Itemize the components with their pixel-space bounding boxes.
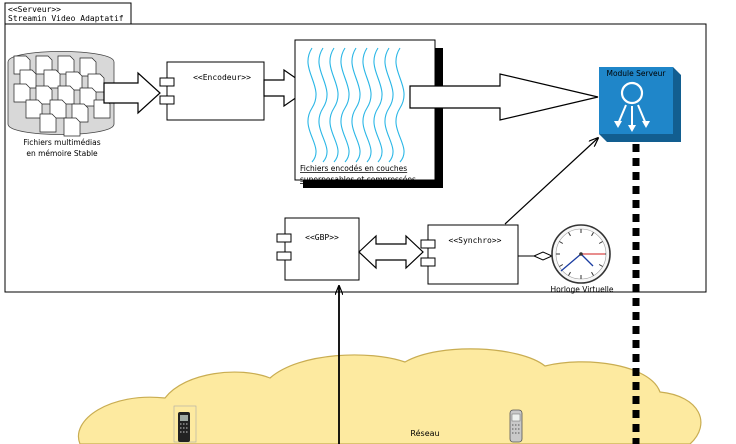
flow-arrow-files-encoder bbox=[103, 71, 161, 115]
clock-tick bbox=[559, 241, 564, 244]
clock-label: Horloge Virtuelle bbox=[551, 285, 614, 294]
network-cloud bbox=[77, 348, 702, 444]
wave-layer bbox=[384, 47, 394, 163]
encoded-layers-box bbox=[294, 39, 443, 188]
encoder-component[interactable] bbox=[159, 61, 265, 121]
clock-tick bbox=[591, 271, 594, 276]
synchro-component[interactable] bbox=[420, 224, 519, 285]
clock-icon bbox=[551, 224, 611, 284]
files-label-line2: en mémoire Stable bbox=[26, 149, 98, 158]
wave-layer bbox=[395, 47, 405, 163]
gbp-label: <<GBP>> bbox=[305, 233, 339, 242]
wave-layer bbox=[373, 47, 383, 163]
clock-tick bbox=[591, 232, 594, 237]
synchro-label: <<Synchro>> bbox=[449, 236, 502, 245]
clock-tick bbox=[568, 271, 571, 276]
flow-arrow-gbp-synchro bbox=[358, 234, 424, 270]
wave-layer bbox=[351, 47, 361, 163]
package-name: Streamin Video Adaptatif bbox=[8, 14, 124, 23]
mobile-phone-icon bbox=[173, 405, 197, 443]
encoder-label: <<Encodeur>> bbox=[193, 73, 251, 82]
wave-layer bbox=[362, 47, 372, 163]
clock-tick bbox=[559, 264, 564, 267]
clock-tick bbox=[598, 264, 603, 267]
flow-arrow-layers-module bbox=[409, 73, 599, 121]
layers-label-line1: Fichiers encodés en couches bbox=[300, 164, 407, 173]
mobile-phone-icon bbox=[509, 409, 523, 443]
module-label: Module Serveur bbox=[606, 69, 666, 78]
layers-label-line2: superposables et compressées bbox=[300, 175, 416, 184]
wave-layer bbox=[340, 47, 350, 163]
network-label: Réseau bbox=[410, 428, 439, 438]
package-body bbox=[4, 23, 707, 293]
clock-tick bbox=[568, 232, 571, 237]
clock-tick bbox=[598, 241, 603, 244]
wave-layer bbox=[329, 47, 339, 163]
files-label-line1: Fichiers multimédias bbox=[23, 138, 100, 147]
wave-layer bbox=[307, 47, 317, 163]
wave-layer bbox=[318, 47, 328, 163]
document-stack-icon bbox=[7, 51, 115, 137]
package-stereotype: <<Serveur>> bbox=[8, 5, 61, 14]
gbp-component[interactable] bbox=[276, 217, 360, 281]
aggregation-diamond bbox=[532, 251, 554, 261]
server-module-icon[interactable] bbox=[599, 67, 681, 142]
synchro-module-link bbox=[504, 138, 598, 225]
